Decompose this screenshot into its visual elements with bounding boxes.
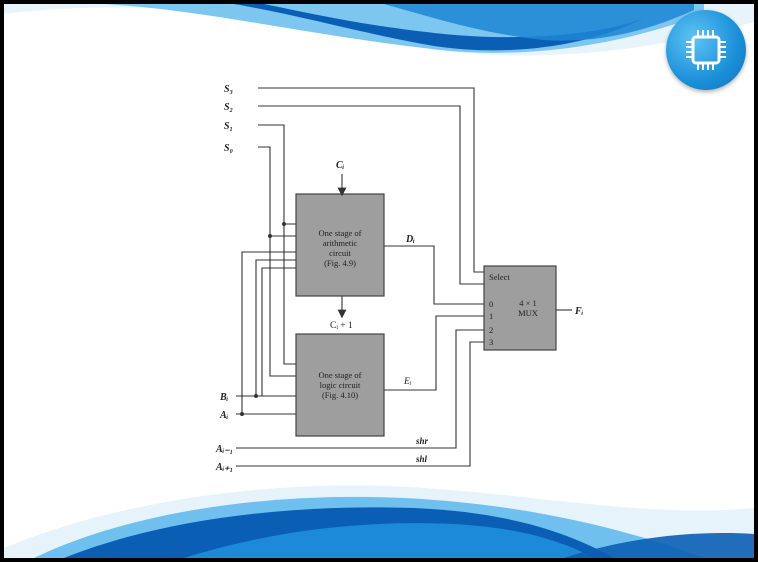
- output-label: Fᵢ: [574, 306, 584, 317]
- mux-block: [483, 265, 557, 351]
- shr-wire: [236, 329, 484, 449]
- mux-title-1: 4 × 1: [519, 298, 537, 308]
- arithmetic-circuit-block: [295, 193, 385, 297]
- e-wire: [384, 315, 484, 391]
- s3-wire: [258, 87, 484, 273]
- chip-badge: [666, 10, 746, 90]
- a-i-minus-1-label: Aᵢ₋₁: [215, 444, 233, 455]
- s0-branch: [269, 236, 296, 377]
- bi-label: Bᵢ: [219, 392, 229, 403]
- shr-label: shr: [415, 436, 429, 446]
- junction-dot: [282, 222, 286, 226]
- slide: S₃ S₂ S₁ S₀ Bᵢ Aᵢ Aᵢ₋₁ Aᵢ₊₁ Cᵢ Cᵢ + 1 On…: [4, 4, 754, 558]
- s2-label: S₂: [224, 102, 233, 113]
- a-i-plus-1-label: Aᵢ₊₁: [215, 462, 233, 473]
- e-label: Eᵢ: [403, 377, 412, 387]
- extra-branch-a: [261, 267, 296, 396]
- ai-up: [241, 251, 296, 414]
- s1-label: S₁: [224, 121, 233, 132]
- mux-title-2: MUX: [518, 308, 538, 318]
- logic-line-3: (Fig. 4.10): [322, 390, 358, 400]
- arith-line-4: (Fig. 4.9): [324, 258, 356, 268]
- carry-out-label: Cᵢ + 1: [330, 321, 353, 331]
- alu-stage-diagram: S₃ S₂ S₁ S₀ Bᵢ Aᵢ Aᵢ₋₁ Aᵢ₊₁ Cᵢ Cᵢ + 1 On…: [215, 84, 584, 473]
- s2-wire: [258, 105, 484, 285]
- bi-up: [255, 259, 296, 396]
- mux-port-1: 1: [489, 311, 493, 321]
- junction-dot: [254, 394, 258, 398]
- logic-line-2: logic circuit: [320, 380, 361, 390]
- s1-branch: [283, 224, 296, 365]
- arith-line-2: arithmetic: [323, 238, 358, 248]
- s0-label: S₀: [224, 143, 234, 154]
- mux-port-0: 0: [489, 299, 493, 309]
- mux-port-2: 2: [489, 325, 493, 335]
- d-wire: [384, 245, 484, 305]
- s0-wire: [258, 146, 296, 237]
- arith-line-3: circuit: [329, 248, 351, 258]
- ai-label: Aᵢ: [219, 410, 229, 421]
- s3-label: S₃: [224, 84, 233, 95]
- shl-wire: [236, 341, 484, 467]
- carry-in-label: Cᵢ: [336, 160, 345, 171]
- s1-wire: [258, 124, 296, 225]
- shl-label: shl: [415, 454, 428, 464]
- chip-icon: [686, 30, 726, 70]
- mux-select-label: Select: [489, 272, 510, 282]
- arith-line-1: One stage of: [319, 228, 362, 238]
- bottom-wave-decoration: [4, 485, 754, 558]
- logic-circuit-block: [295, 333, 385, 437]
- junction-dot: [268, 234, 272, 238]
- junction-dot: [240, 412, 244, 416]
- top-wave-decoration: [4, 4, 754, 56]
- d-label: Dᵢ: [405, 234, 415, 245]
- mux-port-3: 3: [489, 337, 493, 347]
- logic-line-1: One stage of: [319, 370, 362, 380]
